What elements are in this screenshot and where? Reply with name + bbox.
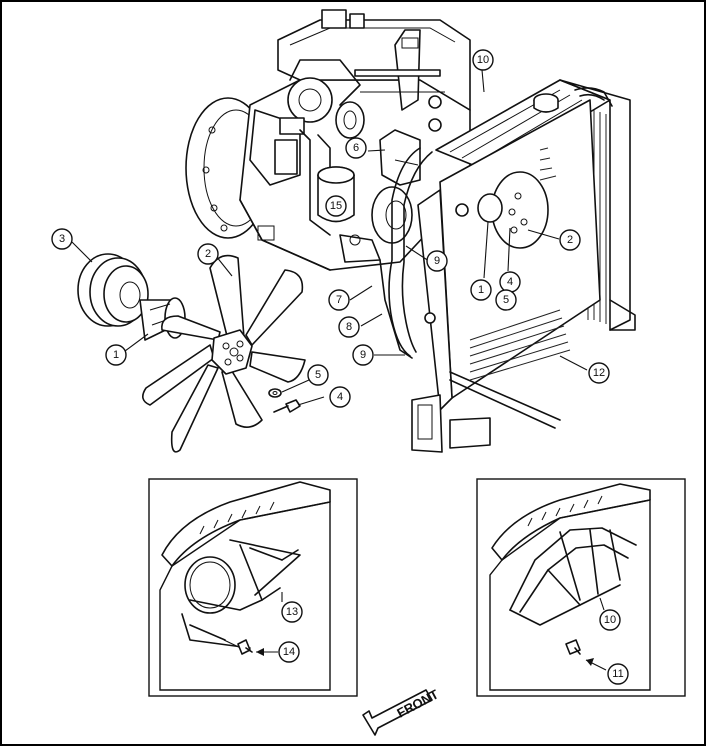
fan-bolt-washer xyxy=(268,388,301,413)
svg-text:8: 8 xyxy=(346,321,352,333)
cooling-fan xyxy=(142,254,306,453)
callout-2-fan: 2 xyxy=(197,243,219,265)
svg-text:4: 4 xyxy=(507,276,513,288)
callout-11: 11 xyxy=(607,663,629,685)
svg-text:4: 4 xyxy=(337,391,343,403)
svg-text:9: 9 xyxy=(360,349,366,361)
callout-7: 7 xyxy=(328,289,350,311)
callout-15: 15 xyxy=(325,195,347,217)
svg-text:1: 1 xyxy=(478,284,484,296)
svg-text:5: 5 xyxy=(503,294,509,306)
svg-text:14: 14 xyxy=(283,646,295,658)
coolant-hoses xyxy=(379,147,433,359)
svg-text:10: 10 xyxy=(477,54,489,66)
svg-text:12: 12 xyxy=(593,367,605,379)
svg-text:13: 13 xyxy=(286,606,298,618)
svg-text:1: 1 xyxy=(113,349,119,361)
fan-pulley xyxy=(77,253,149,327)
callout-4-radiator: 4 xyxy=(499,271,521,293)
callout-3: 3 xyxy=(51,228,73,250)
svg-text:10: 10 xyxy=(604,614,616,626)
callout-5-radiator: 5 xyxy=(495,289,517,311)
callout-13: 13 xyxy=(281,601,303,623)
detail-inset-right xyxy=(476,478,686,697)
svg-text:9: 9 xyxy=(434,255,440,267)
callout-14: 14 xyxy=(278,641,300,663)
svg-text:5: 5 xyxy=(315,369,321,381)
front-arrow: FRONT xyxy=(362,686,441,736)
svg-text:11: 11 xyxy=(612,668,623,680)
svg-text:6: 6 xyxy=(353,142,359,154)
callout-9-lower: 9 xyxy=(352,344,374,366)
callout-9-upper: 9 xyxy=(426,250,448,272)
detail-inset-left xyxy=(148,478,358,697)
svg-text:2: 2 xyxy=(567,234,573,246)
callout-8: 8 xyxy=(338,316,360,338)
callout-5-washer: 5 xyxy=(307,364,329,386)
callout-1-spacer: 1 xyxy=(105,344,127,366)
svg-text:2: 2 xyxy=(205,248,211,260)
callout-4-bolt: 4 xyxy=(329,386,351,408)
callout-2-radiator: 2 xyxy=(559,229,581,251)
svg-text:7: 7 xyxy=(336,294,342,306)
svg-text:3: 3 xyxy=(59,233,65,245)
front-label: FRONT xyxy=(394,686,441,720)
callout-10-detail: 10 xyxy=(599,609,621,631)
radiator xyxy=(411,79,636,453)
callout-1-radiator: 1 xyxy=(470,279,492,301)
svg-text:15: 15 xyxy=(330,200,342,212)
callout-10-top: 10 xyxy=(472,49,494,71)
callout-12: 12 xyxy=(588,362,610,384)
engine-block xyxy=(185,9,471,271)
callout-6: 6 xyxy=(345,137,367,159)
